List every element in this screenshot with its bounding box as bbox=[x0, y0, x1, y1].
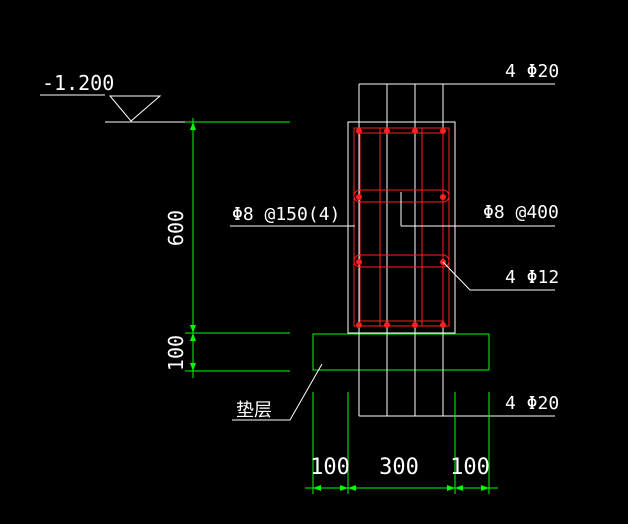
arrow-left-icon bbox=[481, 485, 489, 491]
side-bars-label: 4 Φ12 bbox=[505, 267, 559, 288]
bottom-bars-label: 4 Φ20 bbox=[505, 393, 559, 414]
layer-label: 垫层 bbox=[236, 400, 272, 421]
outer-stirrup bbox=[353, 127, 450, 327]
rebar-extensions: 4 Φ20 4 Φ20 bbox=[358, 61, 559, 417]
arrow-right-icon bbox=[348, 485, 356, 491]
bar-dot bbox=[356, 194, 362, 200]
horizontal-dimension: 100 300 100 bbox=[305, 392, 498, 494]
bar-dot bbox=[412, 322, 418, 328]
elevation-label: -1.200 bbox=[42, 71, 114, 95]
cushion-rect bbox=[312, 333, 490, 371]
bar-dot bbox=[384, 322, 390, 328]
elevation-marker: -1.200 bbox=[40, 71, 190, 123]
tie-bar-lower bbox=[353, 254, 450, 268]
bar-dot bbox=[356, 259, 362, 265]
bar-dot bbox=[356, 322, 362, 328]
bar-dot bbox=[384, 128, 390, 134]
bar-dot bbox=[440, 194, 446, 200]
elevation-triangle-icon bbox=[108, 95, 162, 122]
arrow-right-icon bbox=[313, 485, 321, 491]
inner-stirrup bbox=[359, 132, 444, 322]
arrow-down-icon bbox=[190, 363, 196, 371]
bottom-right-dim-label: 100 bbox=[450, 455, 490, 480]
arrow-down-icon bbox=[190, 325, 196, 333]
vertical-dimension: 600 100 bbox=[164, 118, 290, 378]
arrow-left-icon bbox=[340, 485, 348, 491]
cushion-dim-label: 100 bbox=[164, 335, 188, 371]
rebar-annotations: Φ8 @150(4) Φ8 @400 4 Φ12 bbox=[230, 202, 559, 291]
bar-dot bbox=[440, 128, 446, 134]
beam-outline bbox=[347, 121, 456, 334]
cushion-layer: 垫层 bbox=[232, 333, 490, 421]
side-bars-leader bbox=[442, 261, 555, 291]
rebar-cage bbox=[353, 127, 555, 328]
bottom-mid-dim-label: 300 bbox=[379, 455, 419, 480]
top-bars-label: 4 Φ20 bbox=[505, 61, 559, 82]
stirrup-label: Φ8 @150(4) bbox=[232, 204, 340, 225]
depth-dim-label: 600 bbox=[164, 210, 188, 246]
cushion-leader bbox=[232, 363, 323, 421]
arrow-up-icon bbox=[190, 333, 196, 341]
arrow-right-icon bbox=[455, 485, 463, 491]
bar-dot bbox=[440, 322, 446, 328]
tie-label: Φ8 @400 bbox=[483, 202, 559, 223]
beam-section bbox=[347, 121, 456, 334]
arrow-left-icon bbox=[447, 485, 455, 491]
bar-dot bbox=[412, 128, 418, 134]
arrow-up-icon bbox=[190, 122, 196, 130]
bottom-left-dim-label: 100 bbox=[310, 455, 350, 480]
bar-dot bbox=[356, 128, 362, 134]
